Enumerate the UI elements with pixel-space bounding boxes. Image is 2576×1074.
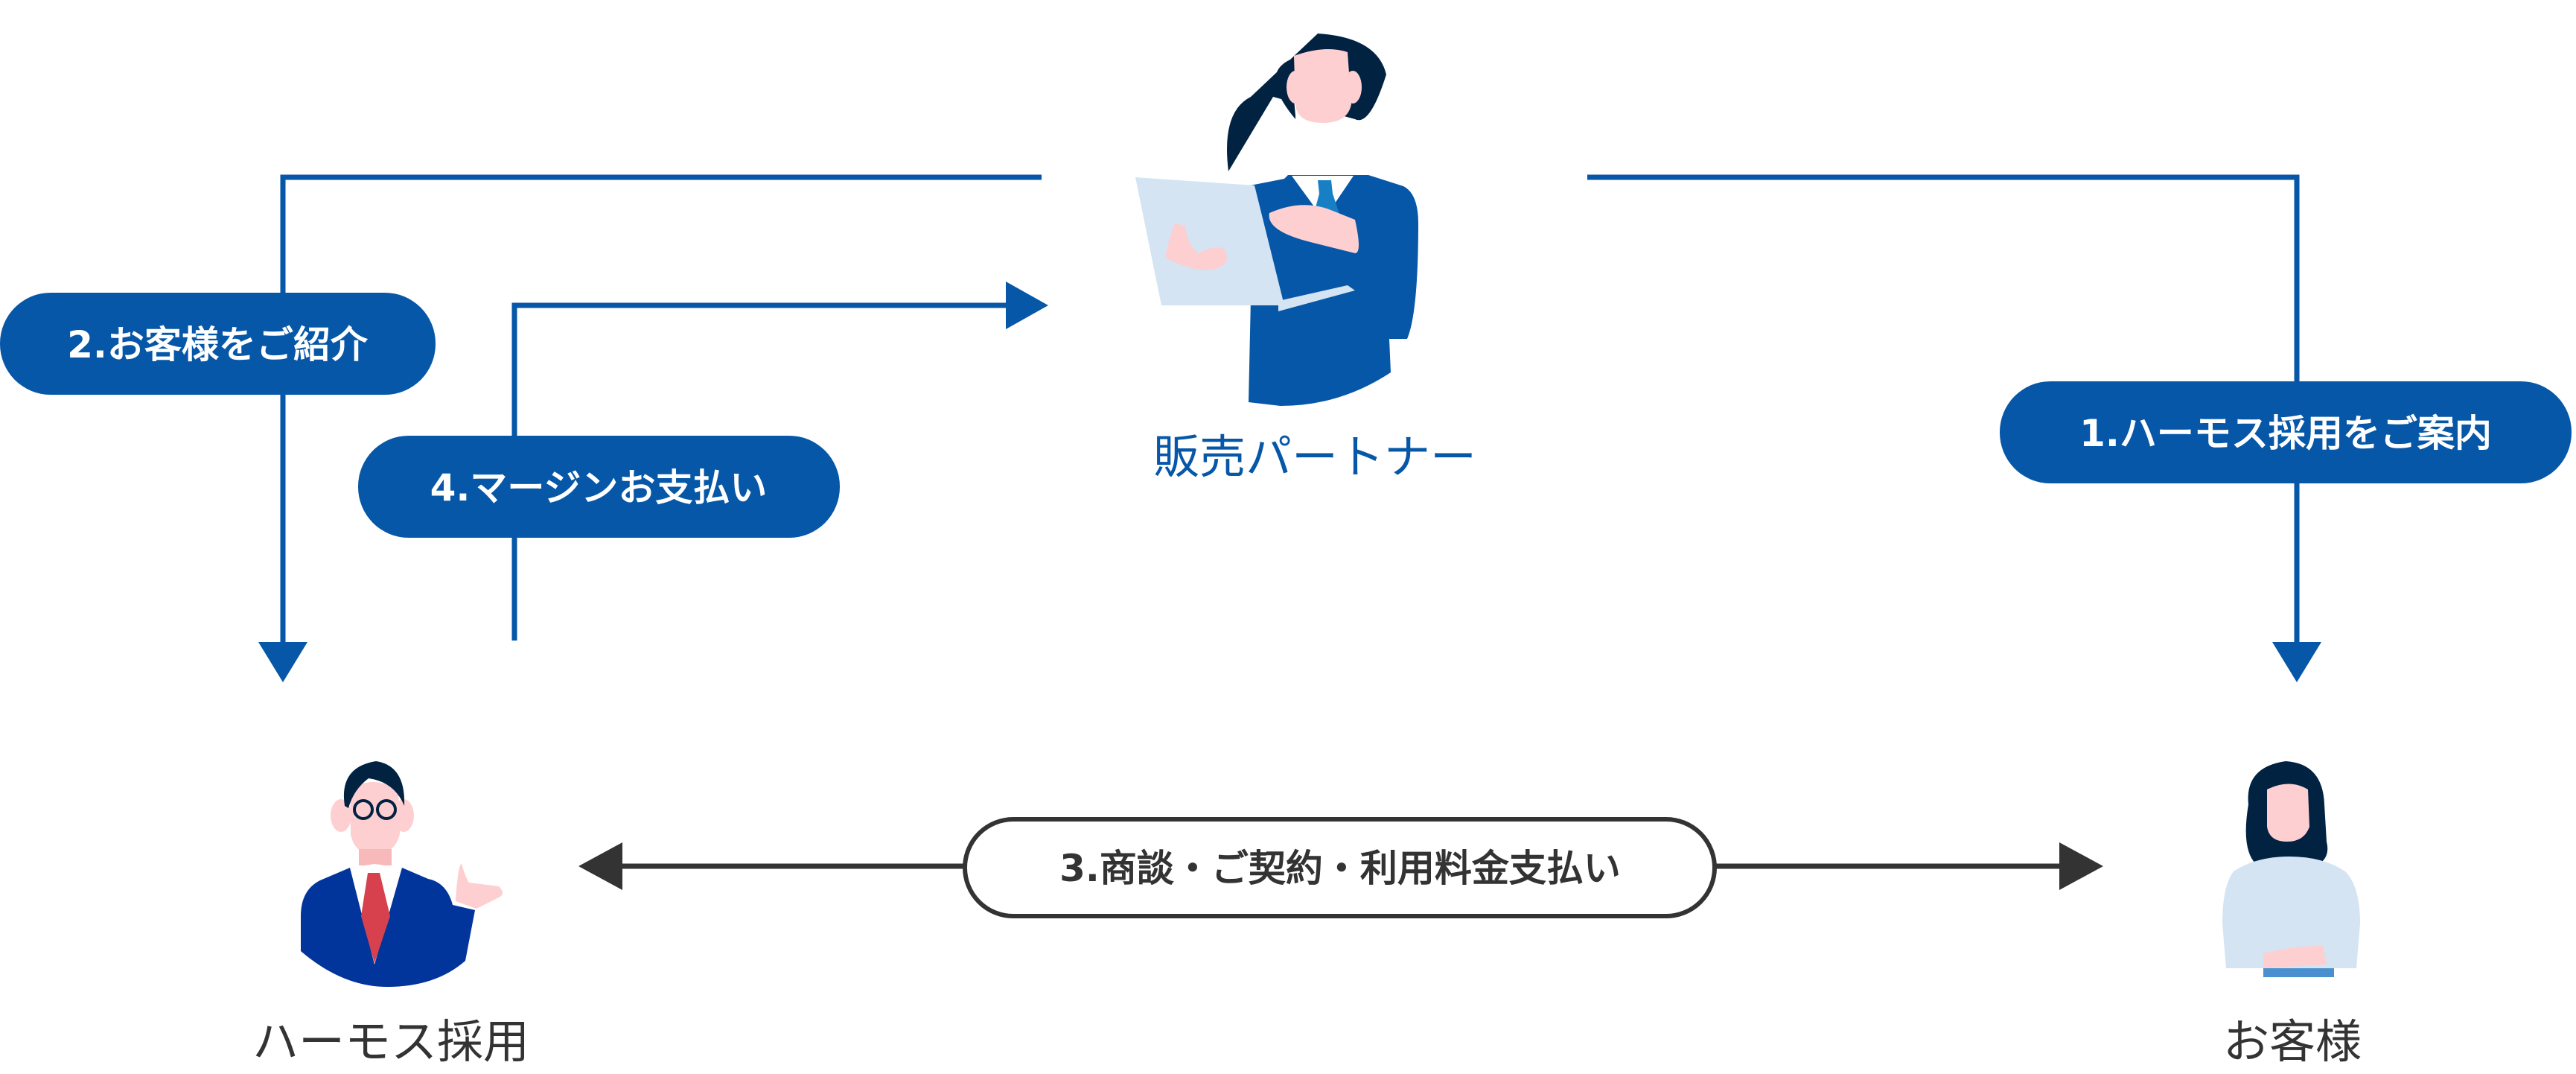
step4-pill: 4.マージンお支払い (358, 436, 840, 538)
step4-label: 4.マージンお支払い (430, 466, 768, 509)
partner-label: 販売パートナー (1153, 430, 1476, 484)
harmos-illustration (301, 761, 503, 987)
step1-pill: 1.ハーモス採用をご案内 (2000, 381, 2572, 483)
arrow-down-icon (2272, 642, 2321, 682)
step1-label: 1.ハーモス採用をご案内 (2079, 412, 2492, 455)
flow-step2-arrow (258, 174, 1042, 682)
arrow-down-icon (258, 642, 307, 682)
step2-pill: 2.お客様をご紹介 (0, 293, 436, 395)
customer-label: お客様 (2223, 1014, 2362, 1069)
arrow-right-icon (2059, 842, 2103, 890)
flow-step1-arrow (1587, 174, 2321, 682)
step2-label: 2.お客様をご紹介 (67, 323, 369, 366)
customer-illustration (2222, 761, 2360, 977)
step3-pill: 3.商談・ご契約・利用料金支払い (963, 817, 1717, 918)
arrow-left-icon (578, 842, 622, 890)
arrow-right-icon (1006, 282, 1048, 329)
partner-illustration (1135, 34, 1418, 406)
harmos-label: ハーモス採用 (252, 1014, 529, 1069)
step3-label: 3.商談・ご契約・利用料金支払い (1059, 847, 1621, 890)
